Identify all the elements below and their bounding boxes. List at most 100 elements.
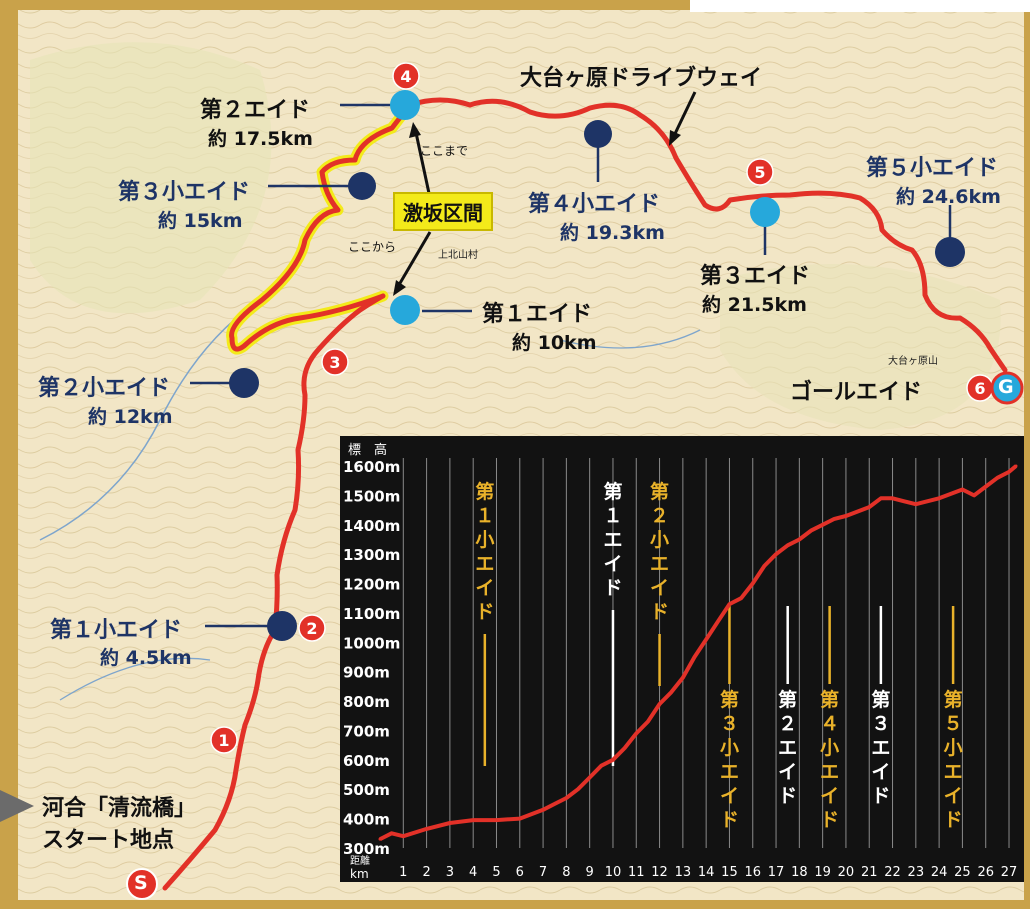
- steep-end-label: ここまで: [420, 144, 469, 158]
- chart-marker-label-char: 第: [650, 480, 669, 503]
- chart-marker-label-char: エ: [778, 737, 797, 759]
- elevation-point: [518, 817, 522, 821]
- chart-marker-5: 第２エイド: [778, 606, 797, 807]
- aid-small3-dist: 約 15km: [158, 210, 243, 232]
- chart-marker-label-char: 第: [820, 688, 839, 711]
- elevation-point: [494, 818, 498, 822]
- chart-marker-label-char: ド: [603, 577, 622, 599]
- chart-marker-label-char: エ: [475, 553, 494, 575]
- x-tick-13: 13: [675, 865, 692, 880]
- elevation-point: [471, 818, 475, 822]
- aid1-dist: 約 10km: [512, 332, 597, 354]
- chart-marker-label-char: ド: [720, 809, 739, 831]
- aid-small5-dist: 約 24.6km: [896, 186, 1001, 208]
- elevation-point: [658, 702, 662, 706]
- aid-markers-main: [390, 90, 780, 325]
- checkpoint-2-circle: [298, 614, 326, 642]
- y-tick-800m: 800m: [343, 693, 390, 711]
- x-tick-18: 18: [791, 865, 808, 880]
- x-tick-14: 14: [698, 865, 715, 880]
- y-tick-1100m: 1100m: [343, 605, 400, 623]
- checkpoint-3-label: 3: [329, 353, 340, 372]
- chart-marker-label-char: ２: [650, 505, 669, 527]
- elevation-point: [739, 596, 743, 600]
- checkpoint-1-label: 1: [218, 731, 229, 750]
- village-name: 上北山村: [438, 250, 478, 261]
- y-tick-300m: 300m: [343, 840, 390, 858]
- x-tick-4: 4: [469, 865, 477, 880]
- elevation-point: [821, 523, 825, 527]
- chart-marker-1: 第１小エイド: [475, 480, 494, 766]
- y-tick-900m: 900m: [343, 664, 390, 682]
- elevation-point: [448, 821, 452, 825]
- elevation-point: [937, 496, 941, 500]
- checkpoint-2-label: 2: [306, 619, 317, 638]
- chart-marker-label-char: ド: [871, 785, 890, 807]
- elevation-point: [914, 502, 918, 506]
- steep-section-label: 激坂区間: [393, 192, 493, 231]
- elevation-point: [681, 676, 685, 680]
- aid-small1-dist: 約 4.5km: [100, 647, 192, 669]
- x-tick-27: 27: [1001, 865, 1018, 880]
- aid-small3-name: 第３小エイド: [118, 180, 251, 205]
- y-tick-1500m: 1500m: [343, 487, 400, 505]
- elevation-point: [390, 831, 394, 835]
- x-label-line1: 距離: [350, 854, 370, 867]
- x-tick-21: 21: [861, 865, 878, 880]
- elevation-point: [541, 808, 545, 812]
- elevation-point: [646, 720, 650, 724]
- x-tick-17: 17: [768, 865, 785, 880]
- chart-marker-label-char: イ: [475, 577, 494, 599]
- aid3-dist: 約 21.5km: [702, 294, 807, 316]
- checkpoint-5-label: 5: [754, 163, 765, 182]
- x-tick-3: 3: [446, 865, 454, 880]
- chart-marker-label-char: イ: [720, 785, 739, 807]
- chart-marker-3: 第２小エイド: [650, 480, 669, 686]
- goal-label: ゴールエイド: [790, 380, 923, 405]
- elevation-point: [902, 499, 906, 503]
- aid-small2-dist: 約 12km: [88, 406, 173, 428]
- chart-marker-6: 第４小エイド: [820, 606, 839, 831]
- elevation-point: [809, 529, 813, 533]
- x-tick-25: 25: [954, 865, 971, 880]
- y-tick-1000m: 1000m: [343, 634, 400, 652]
- mountain-name: 大台ヶ原山: [888, 356, 938, 367]
- chart-marker-label-char: 小: [650, 529, 669, 551]
- elevation-point: [1007, 470, 1011, 474]
- elevation-point: [693, 655, 697, 659]
- chart-marker-label-char: 第: [475, 480, 494, 503]
- chart-marker-8: 第５小エイド: [944, 606, 963, 831]
- chart-marker-label-char: イ: [944, 785, 963, 807]
- chart-marker-label-char: エ: [603, 529, 622, 551]
- x-tick-10: 10: [605, 865, 622, 880]
- elevation-point: [634, 731, 638, 735]
- chart-marker-label-char: エ: [944, 761, 963, 783]
- elevation-point: [611, 758, 615, 762]
- aid-small1-name: 第１小エイド: [50, 618, 183, 643]
- goal-badge: G: [998, 376, 1014, 398]
- chart-marker-label-char: エ: [720, 761, 739, 783]
- elevation-point: [797, 537, 801, 541]
- elevation-point: [1014, 464, 1018, 468]
- x-tick-2: 2: [422, 865, 430, 880]
- chart-marker-label-char: イ: [778, 761, 797, 783]
- aid1-name: 第１エイド: [482, 302, 593, 327]
- elevation-point: [891, 496, 895, 500]
- y-tick-400m: 400m: [343, 811, 390, 829]
- x-tick-15: 15: [721, 865, 738, 880]
- chart-marker-2: 第１エイド: [603, 480, 622, 766]
- chart-marker-label-char: ２: [778, 713, 797, 735]
- chart-marker-label-char: 第: [603, 480, 622, 503]
- x-label-line2: km: [350, 867, 369, 881]
- chart-marker-label-char: エ: [650, 553, 669, 575]
- elevation-point: [553, 802, 557, 806]
- checkpoint-5-circle: [746, 158, 774, 186]
- elevation-point: [599, 764, 603, 768]
- checkpoint-3-circle: [321, 348, 349, 376]
- chart-marker-label-char: 小: [720, 737, 739, 759]
- checkpoint-4-circle: [392, 62, 420, 90]
- start-label-line1: 河合「清流橋」: [42, 796, 197, 821]
- chart-marker-label-char: 第: [871, 688, 890, 711]
- x-tick-9: 9: [586, 865, 594, 880]
- y-tick-1300m: 1300m: [343, 546, 400, 564]
